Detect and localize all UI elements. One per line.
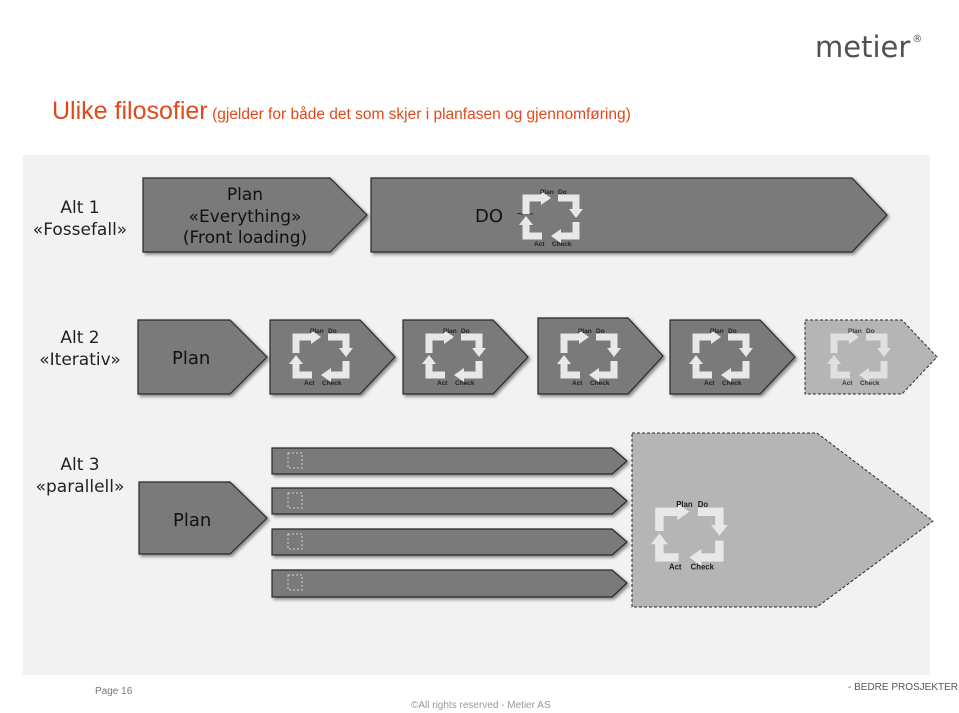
alt1-plan-line1: Plan	[226, 185, 264, 205]
pdca-act-label: Act	[304, 380, 315, 387]
pdca-plan-label: Plan	[443, 328, 457, 335]
track-marker-1	[287, 452, 303, 469]
alt1-do-shape	[370, 177, 888, 253]
track-marker-3	[287, 533, 303, 550]
logo-text: metier	[815, 30, 911, 64]
pdca-plan-label: Plan	[310, 328, 324, 335]
pdca-do-label: Do	[558, 189, 567, 196]
pdca-do-label: Do	[328, 328, 337, 335]
pdca-plan-label: Plan	[540, 189, 554, 196]
copyright: ©All rights reserved - Metier AS	[411, 700, 551, 711]
pdca-cycle-icon: Plan Do Act Check	[284, 323, 360, 393]
alt1-plan-shape	[142, 177, 368, 253]
alt3-parallel-block	[631, 432, 934, 608]
alt1-plan-line3: (Front loading)	[182, 228, 308, 248]
pdca-check-label: Check	[455, 380, 475, 387]
pdca-do-label: Do	[698, 500, 709, 509]
pdca-plan-label: Plan	[676, 500, 693, 509]
pdca-cycle-icon: Plan Do Act Check	[645, 495, 736, 578]
pdca-check-label: Check	[691, 562, 715, 571]
alt2-label-line2: «Iterativ»	[39, 350, 121, 370]
alt1-label-line1: Alt 1	[60, 198, 100, 218]
pdca-plan-label: Plan	[848, 328, 862, 335]
page-number: Page 16	[95, 686, 133, 697]
track-marker-2	[287, 492, 303, 509]
alt3-label: Alt 3 «parallell»	[28, 454, 132, 498]
pdca-check-label: Check	[322, 380, 342, 387]
track-marker-4	[287, 574, 303, 591]
registered-mark: ®	[912, 34, 923, 45]
pdca-plan-label: Plan	[710, 328, 724, 335]
alt3-track-3	[271, 528, 628, 556]
pdca-check-label: Check	[722, 380, 742, 387]
pdca-cycle-icon: Plan Do Act Check	[822, 323, 898, 393]
pdca-cycle-icon: Plan Do Act Check	[552, 323, 628, 393]
alt2-label-line1: Alt 2	[60, 328, 100, 348]
alt2-label: Alt 2 «Iterativ»	[32, 327, 128, 371]
alt3-track-2	[271, 487, 628, 515]
pdca-cycle-icon: Plan Do Act Check	[684, 323, 760, 393]
pdca-do-label: Do	[461, 328, 470, 335]
alt1-plan-text: Plan «Everything» (Front loading)	[150, 185, 340, 250]
pdca-act-label: Act	[534, 241, 545, 248]
pdca-cycle-icon: Plan Do Act Check	[514, 184, 590, 254]
pdca-act-label: Act	[669, 562, 682, 571]
tagline: - BEDRE PROSJEKTER	[848, 682, 959, 693]
alt3-track-4	[271, 569, 628, 598]
pdca-act-label: Act	[842, 380, 853, 387]
title-main: Ulike filosofier	[52, 97, 208, 125]
pdca-cycle-icon: Plan Do Act Check	[417, 323, 493, 393]
alt1-label-line2: «Fossefall»	[32, 220, 128, 240]
metier-logo: metier®	[815, 30, 923, 64]
alt3-track-1	[271, 447, 628, 475]
alt3-label-line1: Alt 3	[60, 455, 100, 475]
pdca-act-label: Act	[437, 380, 448, 387]
pdca-check-label: Check	[552, 241, 572, 248]
alt3-plan-text: Plan	[173, 510, 212, 531]
pdca-check-label: Check	[590, 380, 610, 387]
pdca-plan-label: Plan	[578, 328, 592, 335]
pdca-do-label: Do	[728, 328, 737, 335]
slide-title: Ulike filosofier (gjelder for både det s…	[52, 97, 631, 126]
alt2-plan-text: Plan	[172, 348, 211, 369]
alt1-do-text: DO	[475, 206, 504, 227]
title-subtitle: (gjelder for både det som skjer i planfa…	[212, 106, 631, 123]
pdca-do-label: Do	[866, 328, 875, 335]
alt1-plan-line2: «Everything»	[188, 206, 302, 227]
alt2-plan-shape	[137, 319, 268, 395]
pdca-act-label: Act	[704, 380, 715, 387]
pdca-do-label: Do	[596, 328, 605, 335]
pdca-act-label: Act	[572, 380, 583, 387]
alt1-label: Alt 1 «Fossefall»	[32, 197, 128, 241]
pdca-check-label: Check	[860, 380, 880, 387]
alt3-label-line2: «parallell»	[35, 477, 125, 497]
alt3-plan-shape	[138, 481, 268, 555]
